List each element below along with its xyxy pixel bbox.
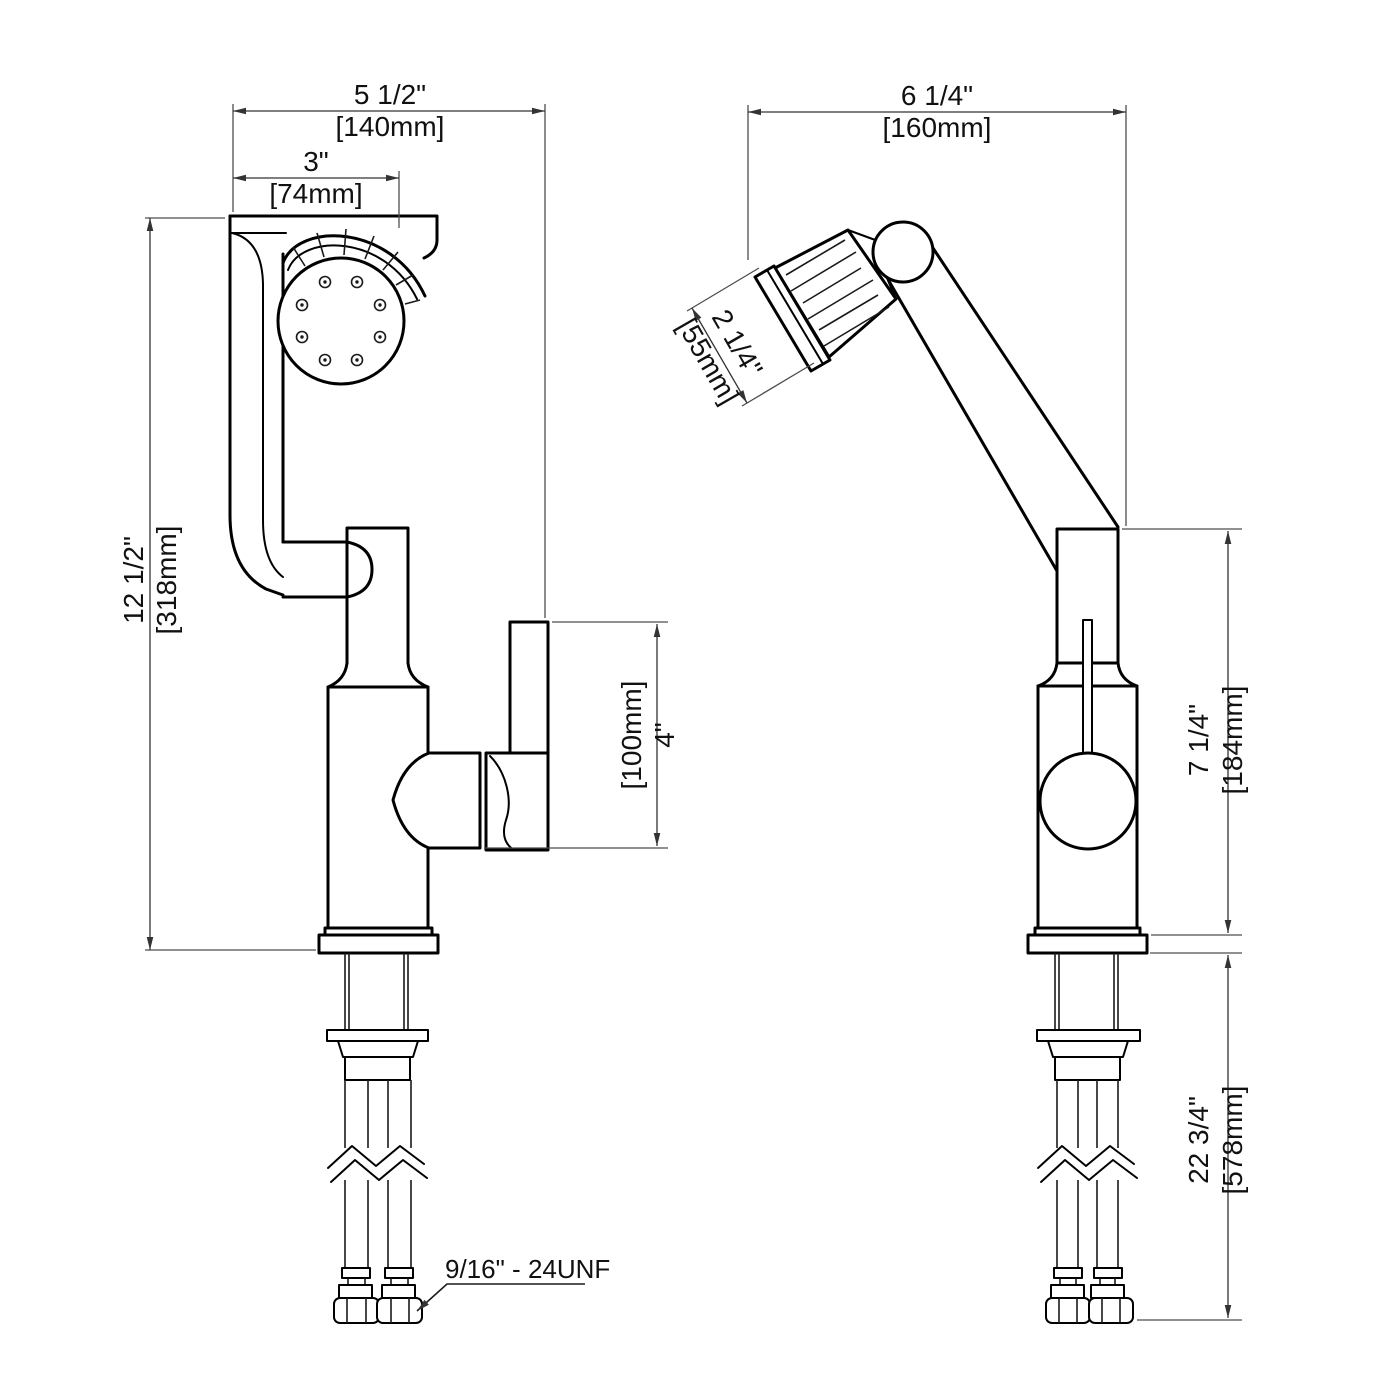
thread-callout: 9/16" - 24UNF xyxy=(416,1254,610,1312)
mounting-hardware-side xyxy=(326,953,429,1081)
spout-arm-front xyxy=(884,234,1120,573)
handle-rod xyxy=(1082,619,1093,754)
hose-ferrule xyxy=(338,1284,373,1299)
dim-side-handle-height: [100mm] 4" xyxy=(484,621,680,849)
dim-label-mm: [578mm] xyxy=(1217,1086,1248,1195)
mounting-bevel xyxy=(1047,1040,1129,1058)
dim-label: 22 3/4" xyxy=(1183,1096,1214,1184)
front-view: 6 1/4" [160mm] 2 1/4" [55mm] 7 1/4" [184… xyxy=(671,80,1248,1324)
mounting-hardware-front xyxy=(1036,953,1141,1081)
dim-side-overall-width: 5 1/2" [140mm] xyxy=(232,79,546,618)
spout-link xyxy=(281,540,374,599)
leader-line xyxy=(416,1283,585,1312)
mounting-nut xyxy=(1054,1056,1121,1081)
dim-label-mm: [140mm] xyxy=(336,111,445,142)
thread-callout-label: 9/16" - 24UNF xyxy=(445,1254,610,1284)
mounting-bevel xyxy=(337,1040,419,1058)
supply-hoses-front xyxy=(1037,1080,1138,1324)
mounting-washer xyxy=(326,1029,429,1042)
dim-label-mm: [184mm] xyxy=(1217,686,1248,795)
base-flange-front xyxy=(1026,926,1149,955)
handle-ball xyxy=(1038,751,1138,851)
hose-ferrule xyxy=(1050,1284,1085,1299)
base-flange-side xyxy=(317,926,440,955)
dim-side-spout-offset: 3" [74mm] xyxy=(233,146,400,228)
dim-label-mm: [100mm] xyxy=(616,681,647,790)
handle-lever-front xyxy=(1038,619,1138,851)
spray-head-face xyxy=(276,256,406,386)
hose-collar xyxy=(1053,1267,1083,1279)
spray-head-front xyxy=(753,228,898,373)
ball-joint xyxy=(871,220,935,284)
dim-label-mm: [318mm] xyxy=(151,526,182,635)
dim-label-mm: [74mm] xyxy=(269,178,362,209)
faucet-body-side xyxy=(326,526,430,930)
handle-lever-side xyxy=(484,620,550,852)
dim-label: 5 1/2" xyxy=(354,79,426,110)
hose-ferrule xyxy=(1090,1284,1125,1299)
spray-head-crown xyxy=(281,228,427,305)
threaded-shank xyxy=(344,953,409,1030)
hose-ferrule xyxy=(381,1284,416,1299)
mounting-nut xyxy=(344,1056,411,1081)
hex-nuts xyxy=(333,1297,423,1324)
side-view: 5 1/2" [140mm] 3" [74mm] 12 1/2" [318mm]… xyxy=(118,79,680,1324)
mounting-washer xyxy=(1036,1029,1141,1042)
dim-label: 4" xyxy=(649,722,680,748)
dim-label: 7 1/4" xyxy=(1183,704,1214,776)
dim-front-overall-width: 6 1/4" [160mm] xyxy=(747,80,1127,526)
dim-label: 12 1/2" xyxy=(118,536,149,624)
crown-ribs xyxy=(292,228,421,305)
hose-collar xyxy=(384,1267,414,1279)
threaded-shank xyxy=(1054,953,1119,1030)
hose-collar xyxy=(1093,1267,1123,1279)
supply-hoses-side xyxy=(327,1080,428,1324)
valve-joint-cone xyxy=(391,751,482,850)
break-symbol xyxy=(1037,1145,1138,1183)
nozzle-holes xyxy=(295,275,387,367)
break-symbol xyxy=(327,1145,428,1183)
dim-side-overall-height: 12 1/2" [318mm] xyxy=(118,217,316,951)
dim-label: 3" xyxy=(303,146,329,177)
dim-label-mm: [160mm] xyxy=(883,112,992,143)
hose-collar xyxy=(341,1267,371,1279)
faucet-body-front xyxy=(1036,527,1139,930)
dim-front-supply-length: 22 3/4" [578mm] xyxy=(1137,952,1248,1321)
head-ribs xyxy=(785,239,890,347)
dim-front-body-height: 7 1/4" [184mm] xyxy=(1122,528,1248,936)
hex-nuts xyxy=(1045,1297,1134,1324)
dim-label: 6 1/4" xyxy=(901,80,973,111)
